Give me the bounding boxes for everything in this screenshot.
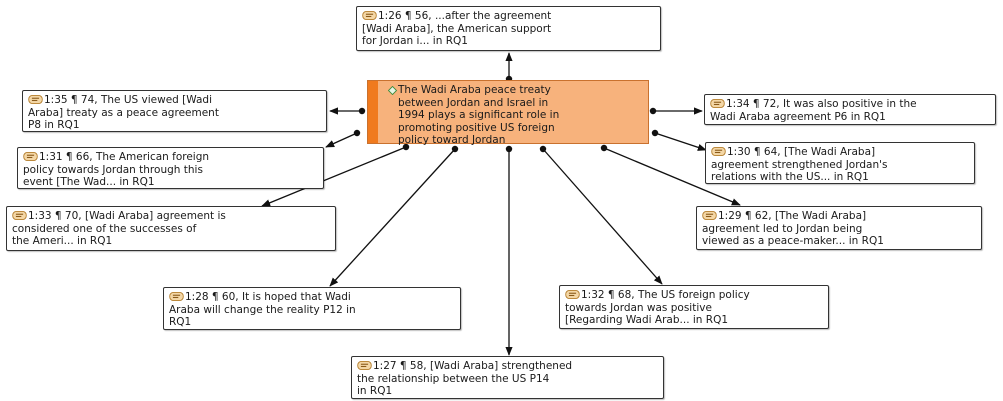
quotation-icon: [702, 211, 717, 220]
quotation-icon: [362, 11, 377, 20]
link-q60-dot: [451, 145, 459, 153]
quotation-icon: [357, 361, 372, 370]
quotation-node[interactable]: 1:35 ¶ 74, The US viewed [Wadi Araba] tr…: [22, 90, 327, 132]
quotation-icon: [565, 290, 580, 299]
link-q58-dot: [505, 145, 513, 153]
quotation-node[interactable]: 1:31 ¶ 66, The American foreign policy t…: [17, 147, 324, 189]
quotation-icon: [169, 292, 184, 301]
quotation-icon: [23, 152, 38, 161]
quotation-label: 1:27 ¶ 58, [Wadi Araba] strengthened the…: [357, 360, 573, 397]
quotation-label: 1:26 ¶ 56, ...after the agreement [Wadi …: [362, 10, 552, 47]
quotation-icon: [711, 147, 726, 156]
code-diamond-icon: [388, 86, 397, 95]
quotation-node[interactable]: 1:34 ¶ 72, It was also positive in the W…: [704, 94, 996, 125]
quotation-node[interactable]: 1:28 ¶ 60, It is hoped that Wadi Araba w…: [163, 287, 461, 330]
quotation-node[interactable]: 1:26 ¶ 56, ...after the agreement [Wadi …: [356, 6, 661, 51]
quotation-label: 1:31 ¶ 66, The American foreign policy t…: [23, 151, 210, 188]
link-q68-line: [542, 148, 663, 285]
code-node[interactable]: The Wadi Araba peace treaty between Jord…: [367, 80, 649, 146]
quotation-label: 1:32 ¶ 68, The US foreign policy towards…: [565, 289, 750, 326]
quotation-node[interactable]: 1:33 ¶ 70, [Wadi Araba] agreement is con…: [6, 206, 336, 251]
link-q66-line: [325, 132, 358, 148]
link-q68-dot: [539, 145, 547, 153]
code-color-bar: [368, 81, 378, 143]
quotation-label: 1:33 ¶ 70, [Wadi Araba] agreement is con…: [12, 210, 226, 247]
quotation-label: 1:35 ¶ 74, The US viewed [Wadi Araba] tr…: [28, 94, 219, 131]
quotation-icon: [710, 99, 725, 108]
quotation-label: 1:28 ¶ 60, It is hoped that Wadi Araba w…: [169, 291, 356, 328]
quotation-label: 1:30 ¶ 64, [The Wadi Araba] agreement st…: [711, 146, 888, 183]
link-q64-line: [654, 132, 707, 151]
code-label: The Wadi Araba peace treaty between Jord…: [398, 84, 560, 146]
link-q60-line: [329, 148, 456, 287]
quotation-node[interactable]: 1:27 ¶ 58, [Wadi Araba] strengthened the…: [351, 356, 664, 399]
quotation-label: 1:34 ¶ 72, It was also positive in the W…: [710, 98, 917, 123]
link-q72-dot: [649, 107, 657, 115]
link-q64-dot: [651, 129, 659, 137]
link-q74-dot: [358, 107, 366, 115]
quotation-node[interactable]: 1:32 ¶ 68, The US foreign policy towards…: [559, 285, 829, 329]
quotation-icon: [28, 95, 43, 104]
link-q66-dot: [353, 129, 361, 137]
quotation-node[interactable]: 1:30 ¶ 64, [The Wadi Araba] agreement st…: [705, 142, 975, 184]
quotation-icon: [12, 211, 27, 220]
quotation-label: 1:29 ¶ 62, [The Wadi Araba] agreement le…: [702, 210, 884, 247]
quotation-node[interactable]: 1:29 ¶ 62, [The Wadi Araba] agreement le…: [696, 206, 982, 250]
